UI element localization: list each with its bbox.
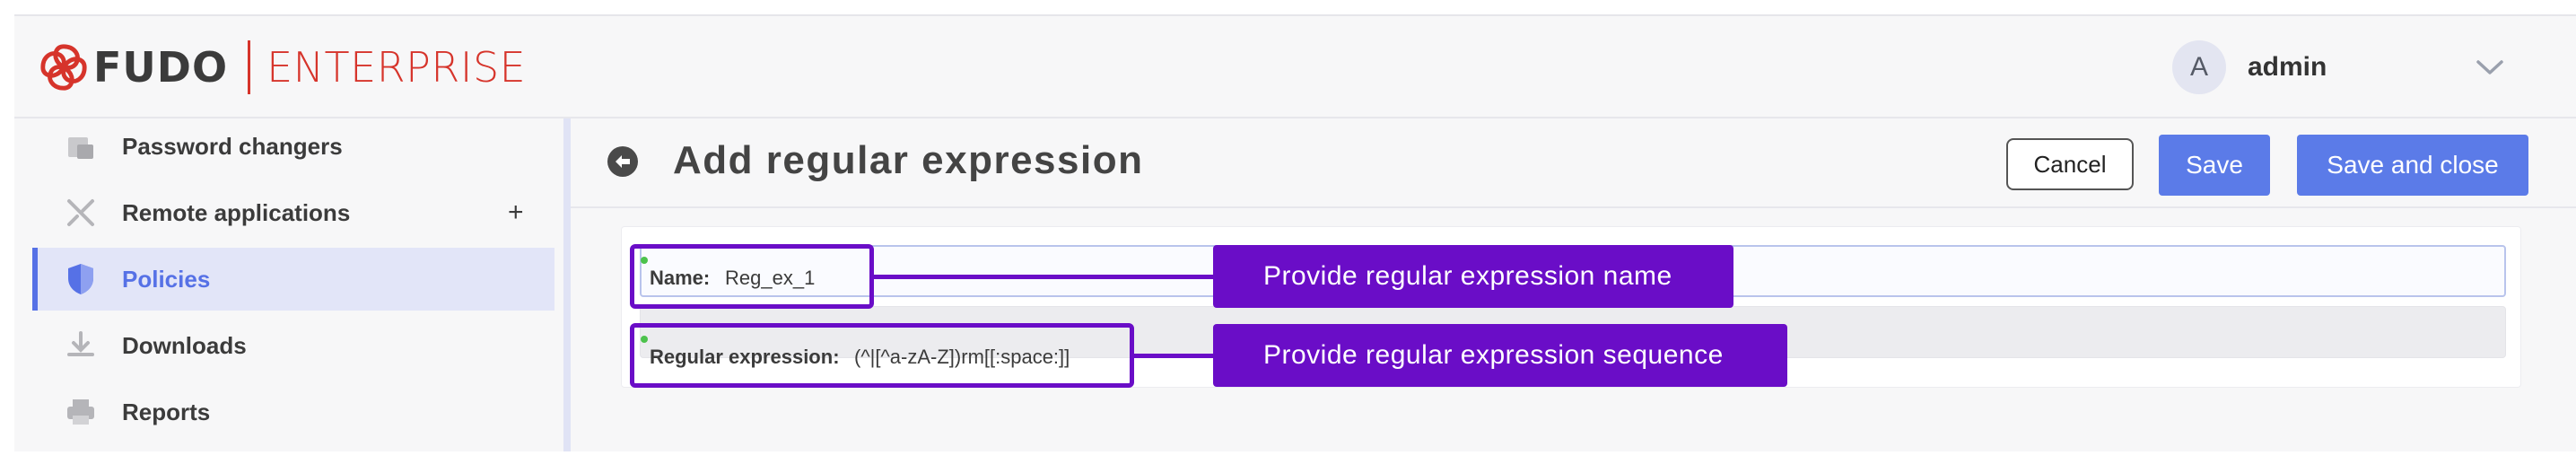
regex-value[interactable]: (^|[^a-zA-Z])rm[[:space:]] <box>854 346 1070 368</box>
name-highlight-box <box>630 244 874 309</box>
fudo-logo-mark-icon <box>40 44 87 91</box>
regex-callout-label: Provide regular expression sequence <box>1213 324 1787 387</box>
brand-divider <box>248 40 251 94</box>
regex-label: Regular expression: <box>650 346 840 368</box>
remote-applications-icon <box>63 195 99 231</box>
brand-product: ENTERPRISE <box>266 43 527 92</box>
name-value[interactable]: Reg_ex_1 <box>725 267 816 289</box>
sidebar-item-label: Remote applications <box>122 198 351 226</box>
password-changer-icon <box>63 128 99 164</box>
sidebar-item-label: Reports <box>122 398 211 425</box>
fudo-logo[interactable]: FUDO ENTERPRISE <box>38 36 526 99</box>
required-indicator <box>641 257 648 264</box>
sidebar-item-reports[interactable]: Reports <box>32 381 554 443</box>
avatar[interactable]: A <box>2172 40 2226 94</box>
printer-icon <box>63 394 99 430</box>
user-menu[interactable]: A admin <box>2172 39 2327 95</box>
cancel-button[interactable]: Cancel <box>2006 138 2134 190</box>
sidebar-item-label: Password changers <box>122 132 343 160</box>
name-callout-label: Provide regular expression name <box>1213 245 1733 308</box>
page-title: Add regular expression <box>673 138 1144 182</box>
sidebar-item-password-changers[interactable]: Password changers <box>32 115 554 178</box>
sidebar-item-remote-applications[interactable]: Remote applications + <box>32 181 554 244</box>
app-window: FUDO ENTERPRISE A admin Password changer… <box>14 14 2576 451</box>
name-label: Name: <box>650 267 711 289</box>
required-indicator <box>641 336 648 343</box>
sidebar: Password changers Remote applications + … <box>14 118 563 451</box>
page-header: Add regular expression Cancel Save Save … <box>571 118 2576 208</box>
regex-callout-line <box>1134 354 1215 358</box>
shield-icon <box>63 261 99 297</box>
user-name[interactable]: admin <box>2248 52 2327 82</box>
sidebar-item-policies[interactable]: Policies <box>32 248 554 311</box>
download-icon <box>63 328 99 364</box>
add-remote-application-button[interactable]: + <box>508 197 524 227</box>
sidebar-item-downloads[interactable]: Downloads <box>32 314 554 377</box>
sidebar-divider <box>563 118 571 451</box>
back-arrow-icon[interactable] <box>607 145 639 178</box>
brand-name: FUDO <box>93 43 229 92</box>
chevron-down-icon[interactable] <box>2473 50 2507 84</box>
name-callout-line <box>874 275 1215 279</box>
top-header: FUDO ENTERPRISE A admin <box>14 16 2576 118</box>
regex-highlight-box <box>630 323 1134 388</box>
save-and-close-button[interactable]: Save and close <box>2297 135 2528 196</box>
sidebar-item-label: Downloads <box>122 331 247 359</box>
sidebar-item-label: Policies <box>122 265 211 293</box>
save-button[interactable]: Save <box>2159 135 2270 196</box>
